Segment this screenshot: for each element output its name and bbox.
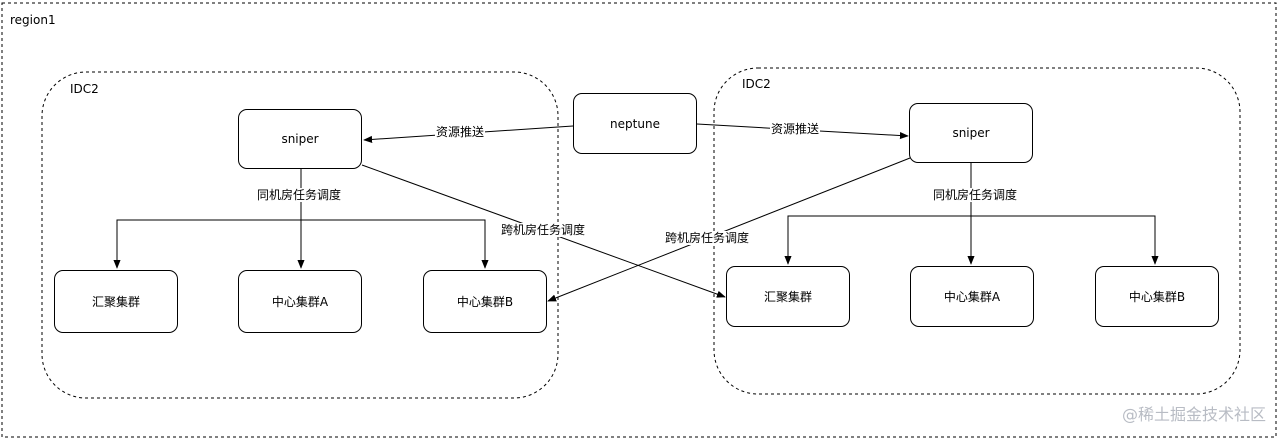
sniper-left-node[interactable]: sniper [238, 109, 362, 169]
idc-left-label: IDC2 [70, 82, 99, 96]
cluster-left-aggregation[interactable]: 汇聚集群 [54, 270, 178, 333]
same-room-left-label: 同机房任务调度 [256, 188, 343, 202]
same-room-right-branch-3 [971, 215, 1159, 265]
sniper-right-node[interactable]: sniper [909, 103, 1033, 163]
region-label: region1 [10, 13, 56, 27]
same-room-right-branch-1 [784, 215, 971, 265]
push-left-label: 资源推送 [435, 125, 486, 139]
cross-room-right-label: 跨机房任务调度 [664, 231, 751, 245]
cluster-left-center-a[interactable]: 中心集群A [238, 270, 362, 333]
cluster-right-aggregation[interactable]: 汇聚集群 [726, 266, 850, 327]
neptune-node[interactable]: neptune [573, 93, 697, 154]
same-room-left-branch-1 [113, 219, 301, 269]
same-room-left-branch-3 [301, 219, 489, 269]
push-right-label: 资源推送 [770, 122, 821, 136]
cross-room-left-label: 跨机房任务调度 [500, 223, 587, 237]
cross-room-right-edge [547, 157, 911, 302]
same-room-right-label: 同机房任务调度 [932, 188, 1019, 202]
cluster-right-center-b[interactable]: 中心集群B [1095, 266, 1219, 327]
cluster-left-center-b[interactable]: 中心集群B [423, 270, 547, 333]
watermark: @稀土掘金技术社区 [1121, 405, 1266, 424]
idc-right-label: IDC2 [742, 77, 771, 91]
cluster-right-center-a[interactable]: 中心集群A [910, 266, 1034, 327]
